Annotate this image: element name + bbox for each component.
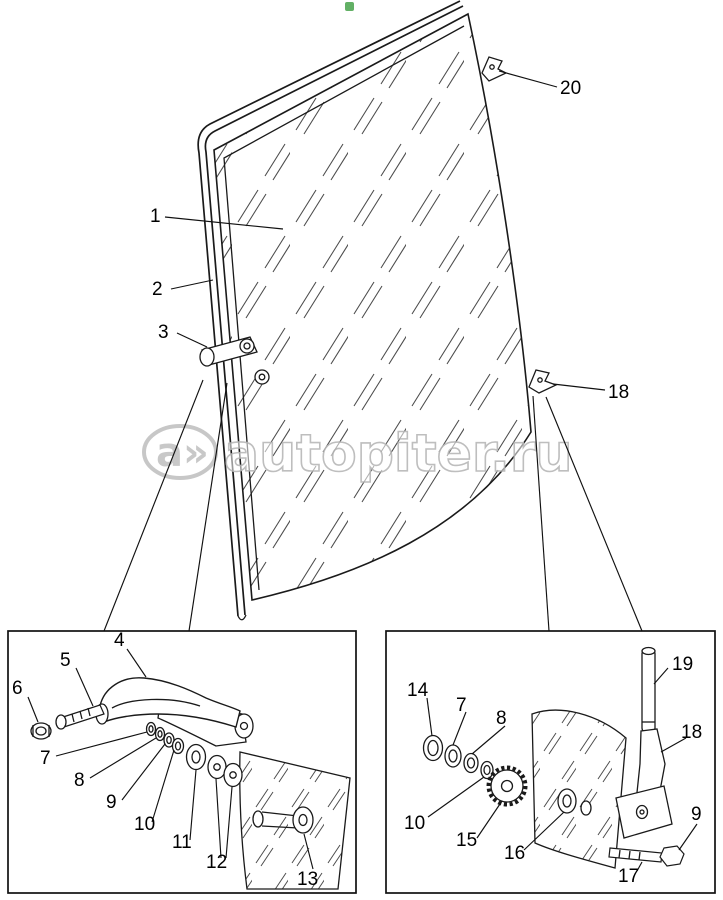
callout-right-19: 19 — [672, 654, 693, 675]
glass-inner-edge — [223, 25, 465, 591]
bolt — [55, 704, 105, 730]
arm-bracket — [615, 728, 673, 839]
clip-top — [481, 56, 508, 82]
callout-left-5: 5 — [60, 650, 71, 671]
callout-right-8: 8 — [496, 708, 507, 729]
hinge-assembly — [199, 336, 270, 385]
clip-right — [528, 369, 558, 394]
washer-stack — [145, 721, 185, 755]
callout-1: 1 — [150, 206, 161, 227]
callout-right-18: 18 — [681, 722, 702, 743]
callout-left-10: 10 — [134, 814, 155, 835]
latch-roll-hole — [239, 721, 249, 731]
callout-left-11: 11 — [172, 832, 192, 853]
left-leader-lines — [27, 648, 314, 870]
callout-left-6: 6 — [12, 678, 23, 699]
green-corner-mark-icon — [345, 2, 354, 11]
callout-right-15: 15 — [456, 830, 477, 851]
detail-box-left: 4 5 6 7 8 9 10 11 12 13 — [7, 630, 357, 894]
callout-3: 3 — [158, 322, 169, 343]
window-glass-assembly — [197, 0, 558, 621]
callout-2: 2 — [152, 279, 163, 300]
glass-corner-right — [531, 709, 627, 869]
glass-pane — [213, 12, 532, 601]
callout-left-4: 4 — [114, 630, 125, 651]
detail-box-right: 14 7 8 10 15 16 19 18 9 17 — [385, 630, 716, 894]
bolt-and-nut — [608, 845, 685, 867]
callout-left-13: 13 — [297, 869, 318, 890]
watermark-text: autopiter.ru — [224, 424, 573, 484]
callout-left-9: 9 — [106, 792, 117, 813]
right-leader-lines — [426, 667, 698, 872]
callout-20: 20 — [560, 78, 581, 99]
gear — [486, 765, 528, 807]
callout-left-8: 8 — [74, 770, 85, 791]
disc-and-washers — [185, 743, 243, 788]
shaft — [641, 646, 656, 734]
nut — [30, 722, 52, 740]
callout-right-9: 9 — [691, 804, 702, 825]
seal-frame — [197, 0, 464, 621]
callout-left-7: 7 — [40, 748, 51, 769]
pivot-hole — [557, 788, 592, 816]
callout-right-10: 10 — [404, 813, 425, 834]
pivot-pin — [252, 806, 314, 834]
callout-right-14: 14 — [407, 680, 429, 701]
callout-18: 18 — [608, 382, 629, 403]
watermark-logo: a» — [156, 430, 209, 476]
main-leader-lines — [103, 70, 643, 632]
callout-right-16: 16 — [504, 843, 525, 864]
callout-right-7: 7 — [456, 695, 467, 716]
watermark: a» autopiter.ru — [142, 423, 573, 485]
callout-left-12: 12 — [206, 852, 227, 873]
callout-right-17: 17 — [618, 866, 639, 887]
